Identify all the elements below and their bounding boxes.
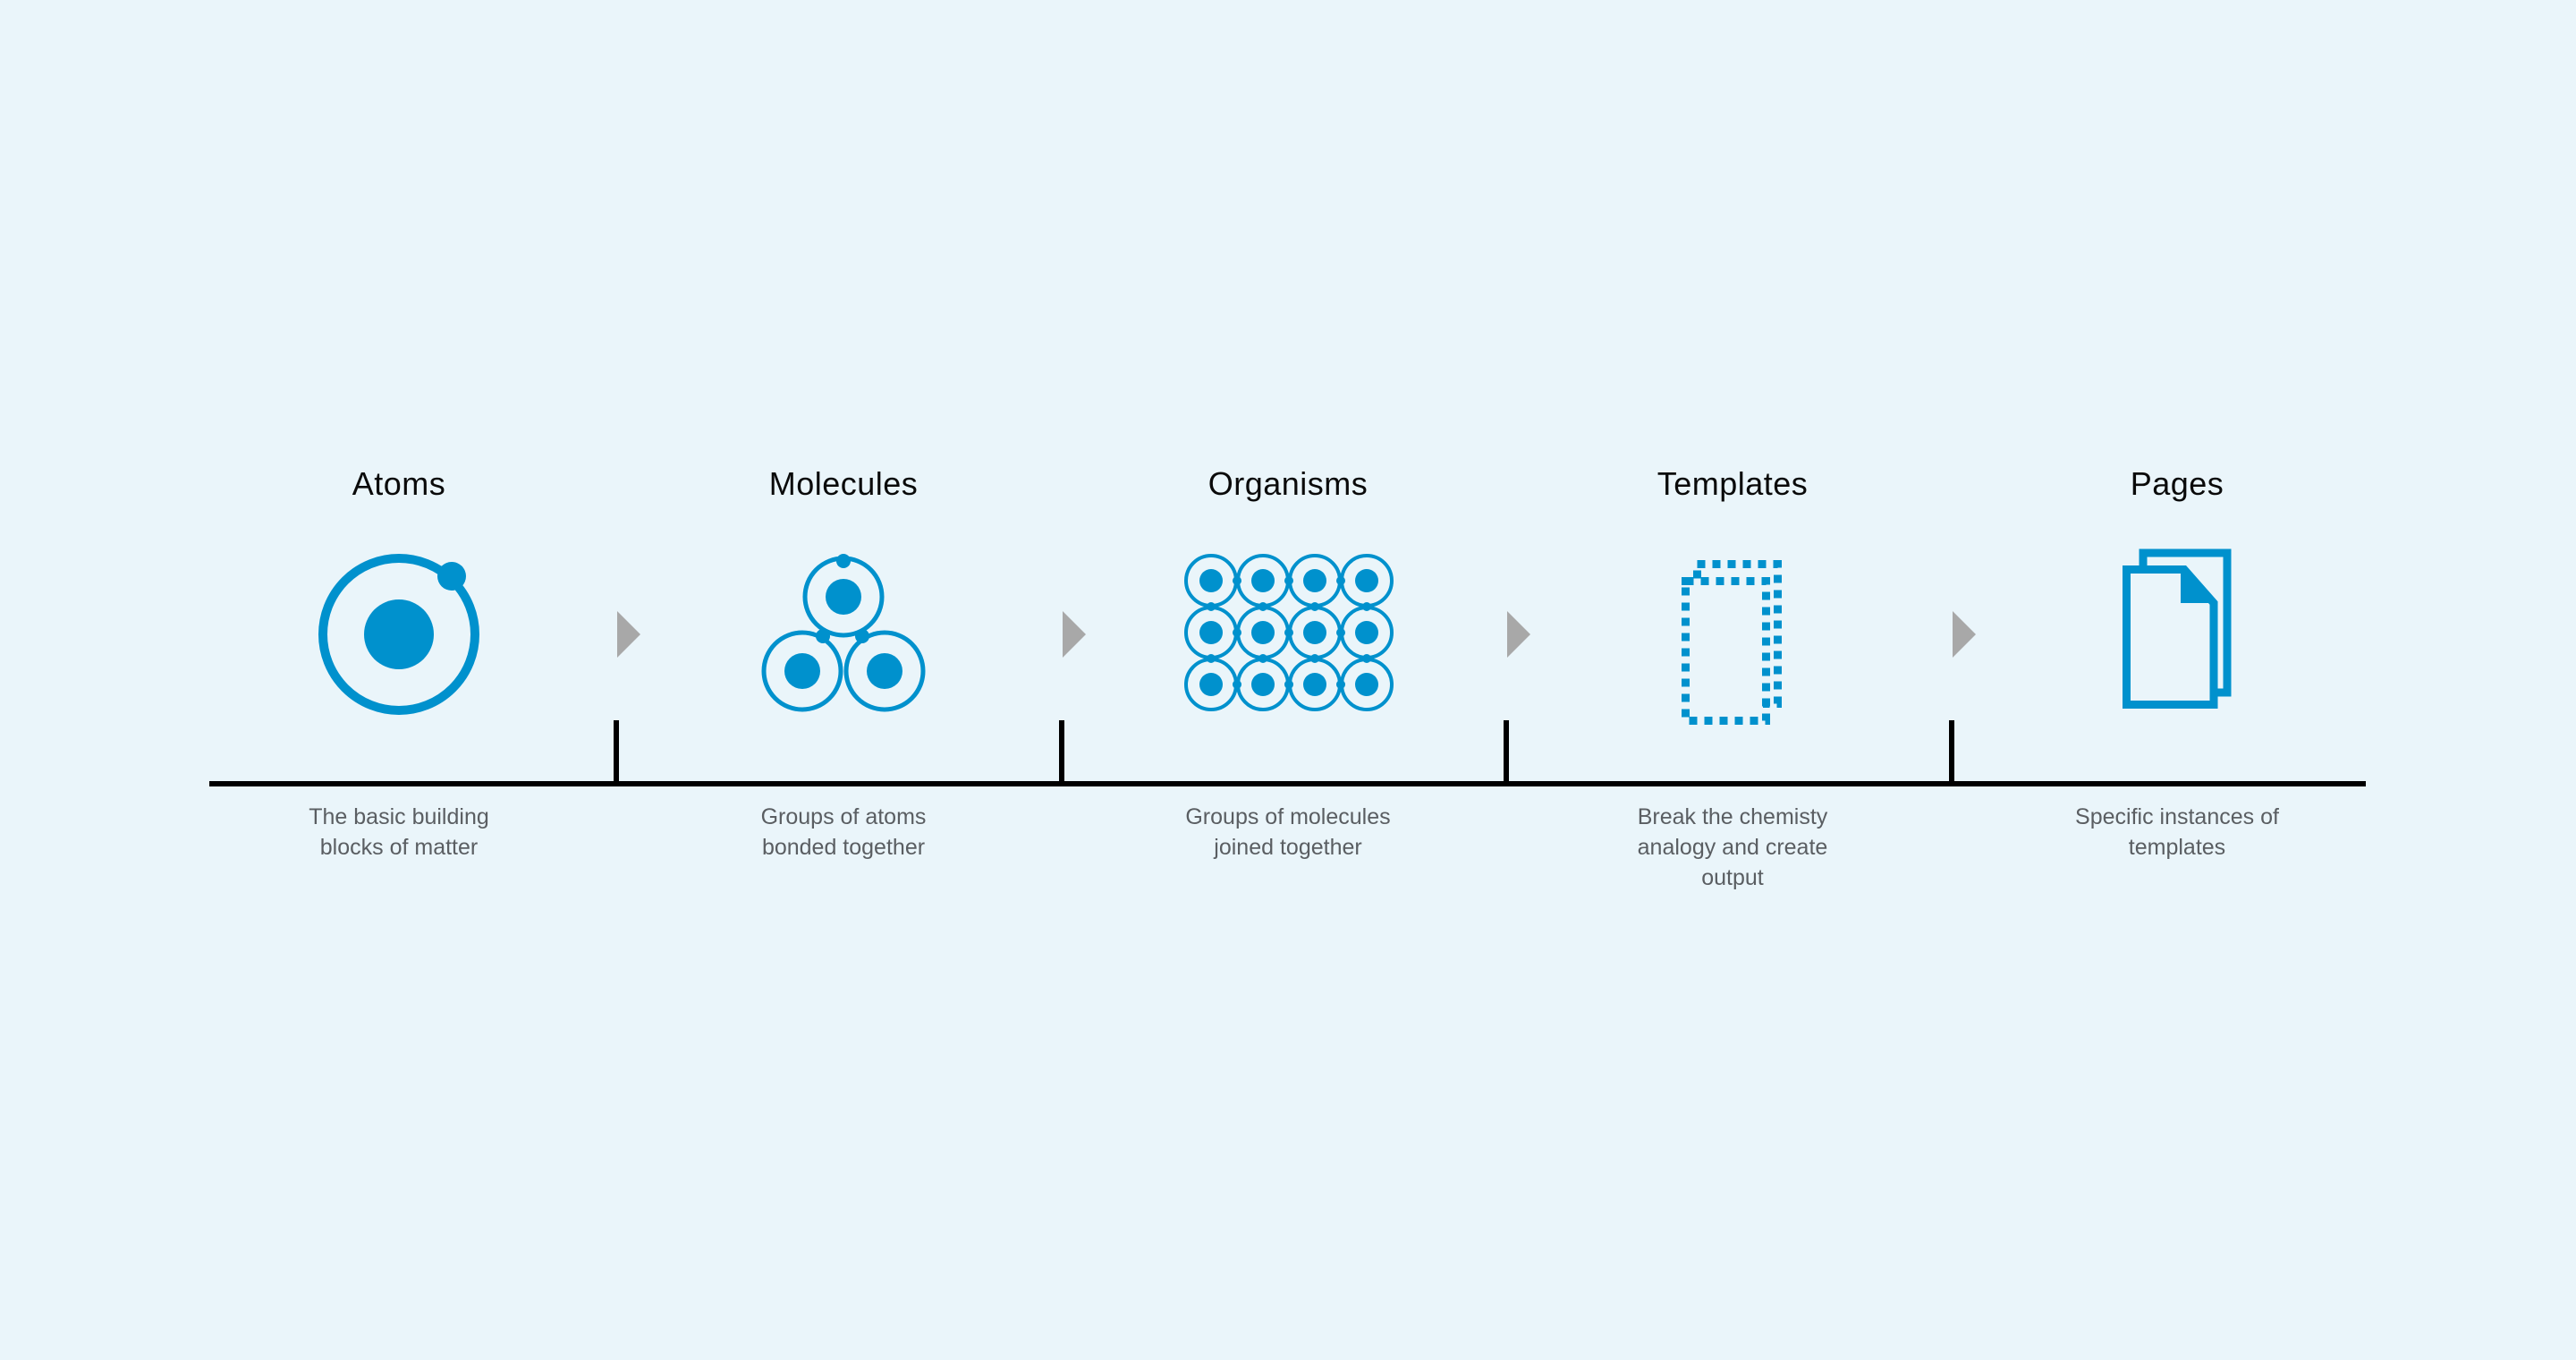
atom-icon [318, 554, 479, 715]
stage-description-atoms: The basic building blocks of matter [309, 804, 489, 860]
stage-title-organisms: Organisms [1208, 465, 1368, 502]
arrow-right-icon [617, 611, 640, 658]
template-icon [1682, 560, 1782, 725]
timeline-axis [209, 781, 2366, 786]
molecule-icon [761, 554, 926, 712]
timeline-tick [614, 720, 619, 785]
timeline-tick [1949, 720, 1954, 785]
stage-title-templates: Templates [1657, 465, 1809, 502]
stage-title-molecules: Molecules [768, 465, 919, 502]
stage-description-molecules: Groups of atoms bonded together [760, 804, 927, 860]
stage-title-pages: Pages [2130, 465, 2224, 502]
timeline-tick [1504, 720, 1509, 785]
timeline-tick [1059, 720, 1064, 785]
arrow-right-icon [1953, 611, 1976, 658]
arrow-right-icon [1063, 611, 1086, 658]
stage-description-organisms: Groups of molecules joined together [1185, 804, 1391, 860]
arrow-right-icon [1507, 611, 1530, 658]
organism-icon [1184, 554, 1394, 711]
stage-title-atoms: Atoms [352, 465, 446, 502]
pages-icon [2123, 548, 2232, 709]
stage-description-pages: Specific instances of templates [2075, 804, 2279, 860]
stage-description-templates: Break the chemisty analogy and create ou… [1637, 804, 1828, 890]
